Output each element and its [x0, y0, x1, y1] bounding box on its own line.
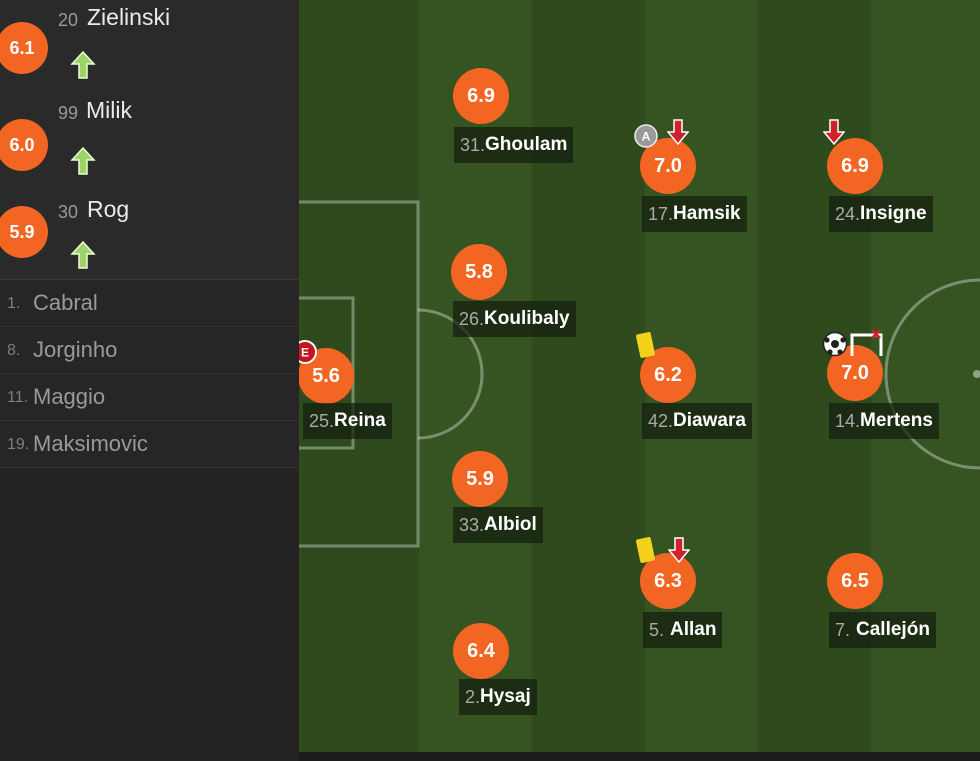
- player-name: Reina: [334, 410, 386, 431]
- player-number: 20: [58, 10, 79, 30]
- substitute-row[interactable]: 5.9 30 Rog: [0, 186, 299, 280]
- player-name: Hamsik: [673, 203, 741, 224]
- pitch-markings: [299, 200, 980, 548]
- bench-player-row[interactable]: 11. Maggio: [0, 374, 299, 421]
- captain-icon: A: [634, 124, 658, 148]
- rating-badge: 6.9: [453, 68, 509, 124]
- player-number: 19.: [7, 436, 30, 453]
- player-name[interactable]: Maksimovic: [33, 431, 148, 456]
- rating-badge: 6.9: [827, 138, 883, 194]
- substitute-row[interactable]: 6.0 99 Milik: [0, 93, 299, 187]
- player-number: 24.: [835, 203, 861, 224]
- name-label: 5.Allan: [643, 612, 723, 648]
- player-number: 31.: [460, 134, 486, 155]
- player-name[interactable]: Jorginho: [33, 337, 118, 362]
- bench-player-row[interactable]: 19. Maksimovic: [0, 421, 299, 468]
- rating-badge: 5.9: [0, 206, 48, 258]
- player-name: Koulibaly: [484, 308, 570, 329]
- player-number: 33.: [459, 514, 485, 535]
- name-label: 42.Diawara: [642, 403, 752, 439]
- svg-text:E: E: [301, 346, 309, 360]
- rating-badge: 6.3: [640, 553, 696, 609]
- rating-badge: 5.8: [451, 244, 507, 300]
- player-number: 14.: [835, 410, 861, 431]
- name-label: 26.Koulibaly: [453, 301, 576, 337]
- player-name: Diawara: [673, 410, 746, 431]
- goal-icon: [850, 329, 883, 356]
- rating-badge: 7.0: [640, 138, 696, 194]
- sub-out-arrow-icon: [668, 537, 690, 564]
- player-name[interactable]: Rog: [87, 196, 130, 222]
- player-name: Insigne: [860, 203, 927, 224]
- player-number: 26.: [459, 308, 485, 329]
- player-number: 25.: [309, 410, 335, 431]
- player-number: 5.: [649, 619, 665, 640]
- player-number: 7.: [835, 619, 851, 640]
- rating-badge: 5.9: [452, 451, 508, 507]
- sub-out-arrow-icon: [823, 119, 845, 146]
- name-label: 17.Hamsik: [642, 196, 747, 232]
- name-label: 7.Callejón: [829, 612, 936, 648]
- player-number: 1.: [7, 295, 21, 312]
- substitutes-panel: 6.1 20 Zielinski 6.0 99 Milik 5.9 30 Rog…: [0, 0, 299, 761]
- svg-text:A: A: [642, 130, 651, 144]
- sub-in-arrow-icon: [70, 146, 96, 175]
- sub-out-arrow-icon: [667, 119, 689, 146]
- name-label: 2.Hysaj: [459, 679, 537, 715]
- rating-badge: 6.0: [0, 119, 48, 171]
- name-label: 24.Insigne: [829, 196, 933, 232]
- player-name: Callejón: [856, 619, 930, 640]
- player-number: 17.: [648, 203, 674, 224]
- rating-badge: 6.5: [827, 553, 883, 609]
- sub-in-arrow-icon: [70, 50, 96, 79]
- player-name: Hysaj: [480, 686, 531, 707]
- sub-in-arrow-icon: [70, 240, 96, 269]
- player-number: 11.: [7, 389, 29, 406]
- name-label: 31.Ghoulam: [454, 127, 574, 163]
- player-name[interactable]: Maggio: [33, 384, 106, 409]
- rating-badge: 6.1: [0, 22, 48, 74]
- pitch: 5.6 E 25.Reina 6.9 31.Ghoulam 5.8 26.Kou…: [299, 0, 980, 752]
- player-name: Albiol: [484, 514, 537, 535]
- name-label: 14.Mertens: [829, 403, 939, 439]
- player-number: 42.: [648, 410, 674, 431]
- bottom-bar: [299, 752, 980, 761]
- bench-player-row[interactable]: 1. Cabral: [0, 280, 299, 327]
- player-name: Allan: [670, 619, 717, 640]
- pitch-stripe: [532, 0, 645, 752]
- player-name[interactable]: Zielinski: [87, 4, 171, 30]
- ball-icon: [822, 331, 848, 357]
- player-number: 99: [58, 103, 79, 123]
- player-name[interactable]: Milik: [86, 97, 132, 123]
- error-icon: E: [299, 340, 317, 364]
- substitute-row[interactable]: 6.1 20 Zielinski: [0, 0, 299, 94]
- player-name: Ghoulam: [485, 134, 568, 155]
- player-number: 2.: [465, 686, 481, 707]
- player-number: 8.: [7, 342, 21, 359]
- player-name: Mertens: [860, 410, 933, 431]
- rating-badge: 6.4: [453, 623, 509, 679]
- name-label: 33.Albiol: [453, 507, 543, 543]
- player-name[interactable]: Cabral: [33, 290, 98, 315]
- name-label: 25.Reina: [303, 403, 392, 439]
- bench-player-row[interactable]: 8. Jorginho: [0, 327, 299, 374]
- player-number: 30: [58, 202, 79, 222]
